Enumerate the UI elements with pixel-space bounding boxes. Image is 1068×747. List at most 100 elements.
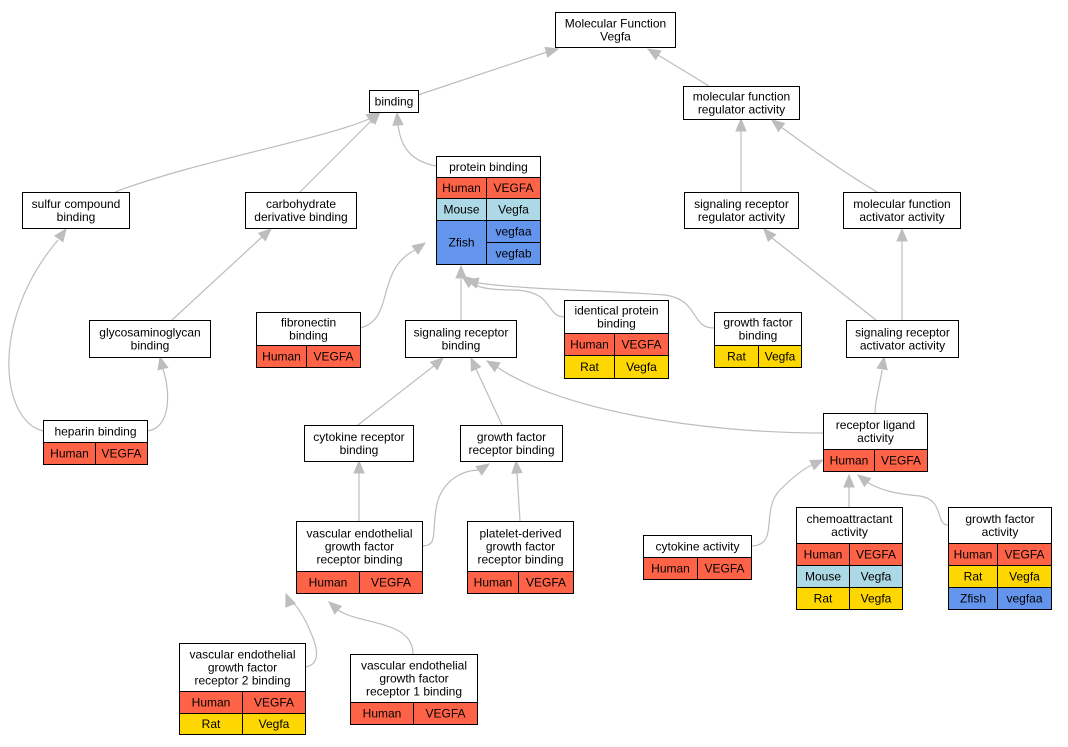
gene-label: Vegfa xyxy=(861,592,892,606)
node-title-line: Vegfa xyxy=(600,30,631,44)
edge-mfreg-to-mf xyxy=(646,48,710,87)
node-title-line: binding xyxy=(131,339,170,353)
edge-sigregact-to-mfreg xyxy=(735,117,747,192)
node-title-line: binding xyxy=(739,329,778,343)
gene-label: VEGFA xyxy=(313,350,353,364)
arrow-head-icon xyxy=(475,463,491,476)
gene-cell xyxy=(359,571,423,594)
node-title-line: glycosaminoglycan xyxy=(99,326,200,340)
edge-line xyxy=(114,118,370,193)
species-label: Human xyxy=(50,447,89,461)
node-title-box xyxy=(948,507,1052,544)
gene-label: Vegfa xyxy=(498,203,529,217)
gene-cell xyxy=(997,587,1052,610)
node-title-line: regulator activity xyxy=(698,103,785,117)
arrow-head-icon xyxy=(411,242,427,255)
node-title-line: receptor 2 binding xyxy=(194,674,290,688)
edge-line xyxy=(397,124,437,167)
species-label: Human xyxy=(954,548,993,562)
species-label: Human xyxy=(651,562,690,576)
node-title-line: signaling receptor xyxy=(694,197,789,211)
edge-line xyxy=(337,609,414,655)
node-binding[interactable]: binding xyxy=(369,90,419,113)
gene-label: VEGFA xyxy=(526,576,566,590)
gene-label: Vegfa xyxy=(626,360,657,374)
edge-line xyxy=(417,51,548,96)
gene-label: VEGFA xyxy=(621,338,661,352)
edge-line xyxy=(780,126,878,193)
edge-sigrec-to-protein xyxy=(455,264,467,320)
arrow-head-icon xyxy=(544,46,560,58)
node-title-box xyxy=(684,192,799,229)
species-row: Zfish vegfaa xyxy=(948,587,1052,610)
node-title-line: activator activity xyxy=(859,210,944,224)
edge-heparin-to-sulfur xyxy=(8,227,67,432)
gene-label: VEGFA xyxy=(493,181,533,195)
gene-label: vegfaa xyxy=(1006,592,1042,606)
gene-cell xyxy=(874,449,928,472)
arrow-head-icon xyxy=(328,601,343,615)
node-title-line: binding xyxy=(442,339,481,353)
node-title-line: receptor binding xyxy=(468,443,554,457)
gene-cell xyxy=(614,355,669,379)
node-title-line: activator activity xyxy=(860,339,945,353)
species-label: Human xyxy=(830,454,869,468)
node-title-box xyxy=(245,192,357,229)
node-title-line: derivative binding xyxy=(254,210,347,224)
node-title-line: chemoattractant xyxy=(806,512,893,526)
node-title-box xyxy=(823,413,928,450)
arrow-head-icon xyxy=(367,111,381,125)
gene-cell xyxy=(518,571,574,594)
edge-line xyxy=(657,54,710,87)
species-label: Zfish xyxy=(960,592,986,606)
edge-line xyxy=(171,236,263,321)
node-title-box xyxy=(369,90,419,113)
arrow-head-icon xyxy=(470,356,482,372)
edge-rla-to-sigrec xyxy=(485,360,824,434)
edge-line xyxy=(477,282,715,329)
edge-line xyxy=(475,368,503,426)
node-title-box xyxy=(350,654,478,703)
node-title-box xyxy=(846,320,959,358)
gene-cell xyxy=(242,713,306,735)
edge-line xyxy=(421,469,481,547)
node-title-box xyxy=(22,192,130,229)
node-title-line: growth factor xyxy=(325,540,394,554)
node-title-line: receptor 1 binding xyxy=(366,685,462,699)
node-title-line: identical protein xyxy=(574,304,658,318)
node-title-box xyxy=(179,643,306,692)
node-title-line: activity xyxy=(982,525,1019,539)
species-label: Human xyxy=(309,576,348,590)
arrow-head-icon xyxy=(455,264,467,279)
node-title-line: receptor ligand xyxy=(836,418,915,432)
arrow-head-icon xyxy=(353,459,365,474)
gene-label: Vegfa xyxy=(861,570,892,584)
